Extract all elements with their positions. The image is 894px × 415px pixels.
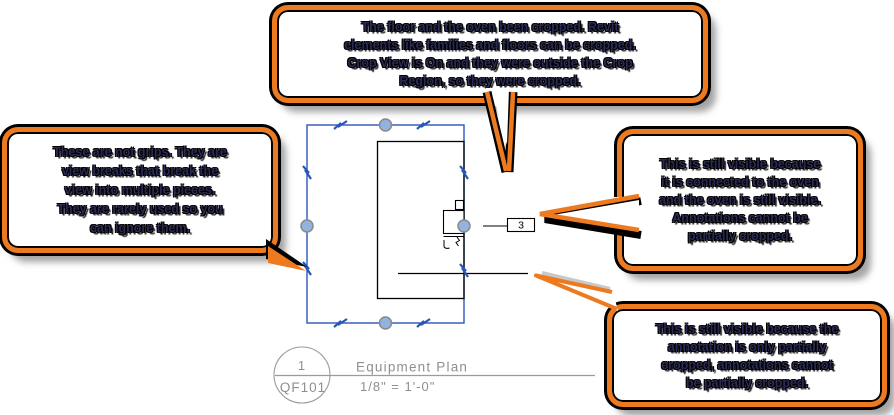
callout-line: Crop View is On and they were outside th… [347, 56, 633, 70]
view-break-icon[interactable] [416, 318, 431, 328]
callout-line: Region, so they were cropped. [399, 74, 581, 88]
view-break-icon[interactable] [333, 120, 348, 130]
callout-line: it is connected to the oven [661, 175, 819, 189]
detail-number-circle [273, 346, 331, 404]
callout-top: The floor and the oven been cropped. Rev… [272, 5, 708, 103]
view-break-controls [302, 120, 469, 328]
view-break-icon[interactable] [416, 120, 431, 130]
callout-right: This is still visible because it is conn… [617, 129, 863, 271]
callout-line: can ignore them. [89, 220, 191, 235]
callout-line: be partially cropped. [685, 375, 809, 390]
oven-knob [454, 199, 465, 211]
callout-line: Annotations cannot be [672, 211, 808, 225]
callout-line: view into multiple pieces. [64, 182, 216, 197]
callout-line: elements like families and floors can be… [344, 38, 636, 52]
callout-line: cropped, annotations cannot [661, 357, 833, 372]
callout-line: view breaks that break the [61, 163, 219, 178]
view-break-icon[interactable] [302, 261, 312, 276]
tag-number: 3 [518, 220, 524, 232]
equipment-tag[interactable]: 3 [506, 217, 536, 233]
callout-line: This is still visible because [659, 157, 821, 171]
view-name: Equipment Plan [356, 360, 468, 375]
callout-bottom-right-tail [534, 271, 618, 311]
callout-line: This is still visible because the [655, 321, 839, 336]
view-title-block: 1 QF101 Equipment Plan 1/8" = 1'-0" [273, 346, 595, 404]
crop-region-boundary[interactable] [306, 124, 465, 324]
oven-family[interactable] [442, 199, 465, 249]
view-break-icon[interactable] [459, 165, 469, 180]
callout-line: annotation is only partially [667, 339, 827, 354]
floor-outline[interactable] [376, 140, 465, 300]
crop-grip-icon[interactable] [457, 219, 471, 233]
crop-grip-icon[interactable] [300, 219, 314, 233]
callout-line: The floor and the oven been cropped. Rev… [361, 20, 619, 34]
tag-box [506, 217, 536, 233]
oven-body [442, 209, 465, 235]
callout-left: These are not grips. They are view break… [2, 127, 278, 253]
sheet-number: QF101 [280, 380, 326, 395]
crop-grips [300, 118, 471, 330]
view-scale: 1/8" = 1'-0" [360, 379, 435, 394]
view-break-icon[interactable] [302, 165, 312, 180]
crop-grip-icon[interactable] [378, 118, 393, 132]
oven-squiggle [455, 236, 461, 247]
view-break-icon[interactable] [333, 318, 348, 328]
callout-bottom-right: This is still visible because the annota… [607, 304, 887, 407]
view-break-icon[interactable] [459, 263, 469, 278]
callout-line: partially cropped. [687, 229, 793, 243]
detail-number: 1 [298, 358, 306, 373]
oven-hook [443, 240, 450, 249]
callout-line: They are rarely used so you [57, 201, 223, 216]
crop-grip-icon[interactable] [378, 316, 393, 330]
callout-line: and the oven is still visible. [659, 193, 821, 207]
callout-line: These are not grips. They are [53, 144, 227, 159]
